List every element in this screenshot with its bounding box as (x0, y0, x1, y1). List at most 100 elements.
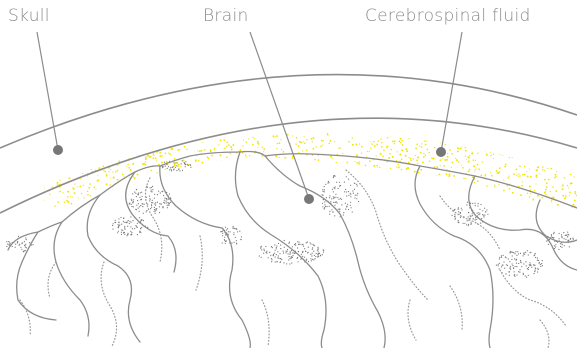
brain-stipple (140, 205, 141, 206)
fluid-speck (468, 170, 470, 172)
brain-stipple (182, 170, 183, 171)
brain-stipple (523, 253, 524, 254)
brain-stipple (324, 186, 325, 187)
fluid-speck (404, 97, 406, 99)
fluid-speck (458, 201, 460, 203)
fluid-speck (132, 163, 134, 165)
fluid-speck (503, 117, 504, 118)
brain-stipple (324, 207, 325, 208)
fluid-speck (369, 160, 371, 162)
fluid-speck (202, 169, 203, 170)
brain-stipple (162, 167, 163, 168)
fluid-speck (512, 192, 514, 194)
fluid-speck (197, 165, 199, 167)
fluid-speck (165, 153, 167, 155)
brain-shading (6, 160, 574, 277)
fluid-speck (477, 197, 479, 199)
fluid-speck (40, 175, 41, 176)
fluid-speck (202, 191, 203, 192)
fluid-speck (87, 194, 89, 196)
fluid-speck (244, 211, 246, 213)
brain-stipple (292, 252, 293, 253)
fluid-speck (370, 206, 371, 207)
fluid-speck (140, 95, 141, 96)
fluid-speck (213, 178, 214, 179)
fluid-speck (479, 123, 481, 125)
fluid-speck (540, 160, 542, 162)
brain-stipple (519, 272, 520, 273)
brain-stipple (128, 220, 129, 221)
fluid-speck (363, 127, 365, 129)
fluid-speck (483, 199, 485, 201)
fluid-speck (425, 182, 427, 184)
fluid-speck (494, 185, 495, 186)
fluid-speck (252, 103, 253, 104)
brain-stipple (482, 214, 483, 215)
fluid-speck (115, 204, 116, 205)
fluid-speck (357, 101, 359, 103)
fluid-speck (381, 195, 382, 196)
fluid-speck (554, 115, 556, 117)
brain-stipple (535, 268, 536, 269)
fluid-speck (133, 211, 135, 213)
fluid-speck (354, 161, 355, 162)
fluid-speck (507, 213, 509, 215)
fluid-speck (281, 127, 283, 129)
fluid-speck (349, 120, 351, 122)
fluid-speck (226, 146, 228, 148)
fluid-speck (551, 135, 552, 136)
fluid-speck (292, 166, 293, 167)
brain-stipple (534, 254, 535, 255)
fluid-speck (441, 213, 442, 214)
fluid-speck (214, 127, 216, 129)
fluid-speck (158, 100, 159, 101)
brain-stipple (281, 259, 282, 260)
fluid-speck (440, 159, 442, 161)
fluid-speck (188, 96, 190, 98)
fluid-speck (176, 124, 177, 125)
fluid-speck (55, 108, 56, 109)
fluid-speck (259, 191, 260, 192)
fluid-speck (277, 158, 279, 160)
fluid-speck (550, 147, 551, 148)
fluid-speck (413, 217, 414, 218)
brain-outline (8, 152, 577, 349)
fluid-speck (44, 131, 46, 133)
fluid-speck (507, 210, 508, 211)
brain-stipple (540, 266, 541, 267)
fluid-speck (213, 101, 215, 103)
fluid-speck (502, 116, 503, 117)
brain-stipple (155, 205, 156, 206)
fluid-speck (387, 120, 389, 122)
fluid-speck (389, 210, 390, 211)
brain-stipple (123, 232, 124, 233)
fluid-speck (506, 96, 507, 97)
fluid-speck (365, 99, 367, 101)
fluid-speck (336, 130, 338, 132)
fluid-speck (275, 155, 277, 157)
brain-stipple (272, 247, 273, 248)
fluid-speck (370, 147, 371, 148)
fluid-speck (507, 99, 508, 100)
brain-stipple (165, 166, 166, 167)
fluid-speck (268, 196, 269, 197)
fluid-speck (564, 150, 565, 151)
fluid-speck (402, 145, 403, 146)
fluid-speck (571, 182, 573, 184)
fluid-speck (560, 165, 561, 166)
fluid-speck (462, 126, 463, 127)
fluid-speck (70, 142, 71, 143)
fluid-speck (105, 105, 107, 107)
fluid-speck (93, 156, 95, 158)
fluid-speck (128, 108, 130, 110)
fluid-speck (314, 123, 315, 124)
brain-stipple (276, 254, 277, 255)
fluid-speck (55, 105, 56, 106)
fluid-speck (514, 209, 516, 211)
fluid-speck (75, 155, 77, 157)
fluid-speck (177, 94, 178, 95)
brain-stipple (12, 246, 13, 247)
brain-stipple (159, 203, 160, 204)
fluid-speck (231, 107, 233, 109)
fluid-speck (194, 215, 196, 217)
